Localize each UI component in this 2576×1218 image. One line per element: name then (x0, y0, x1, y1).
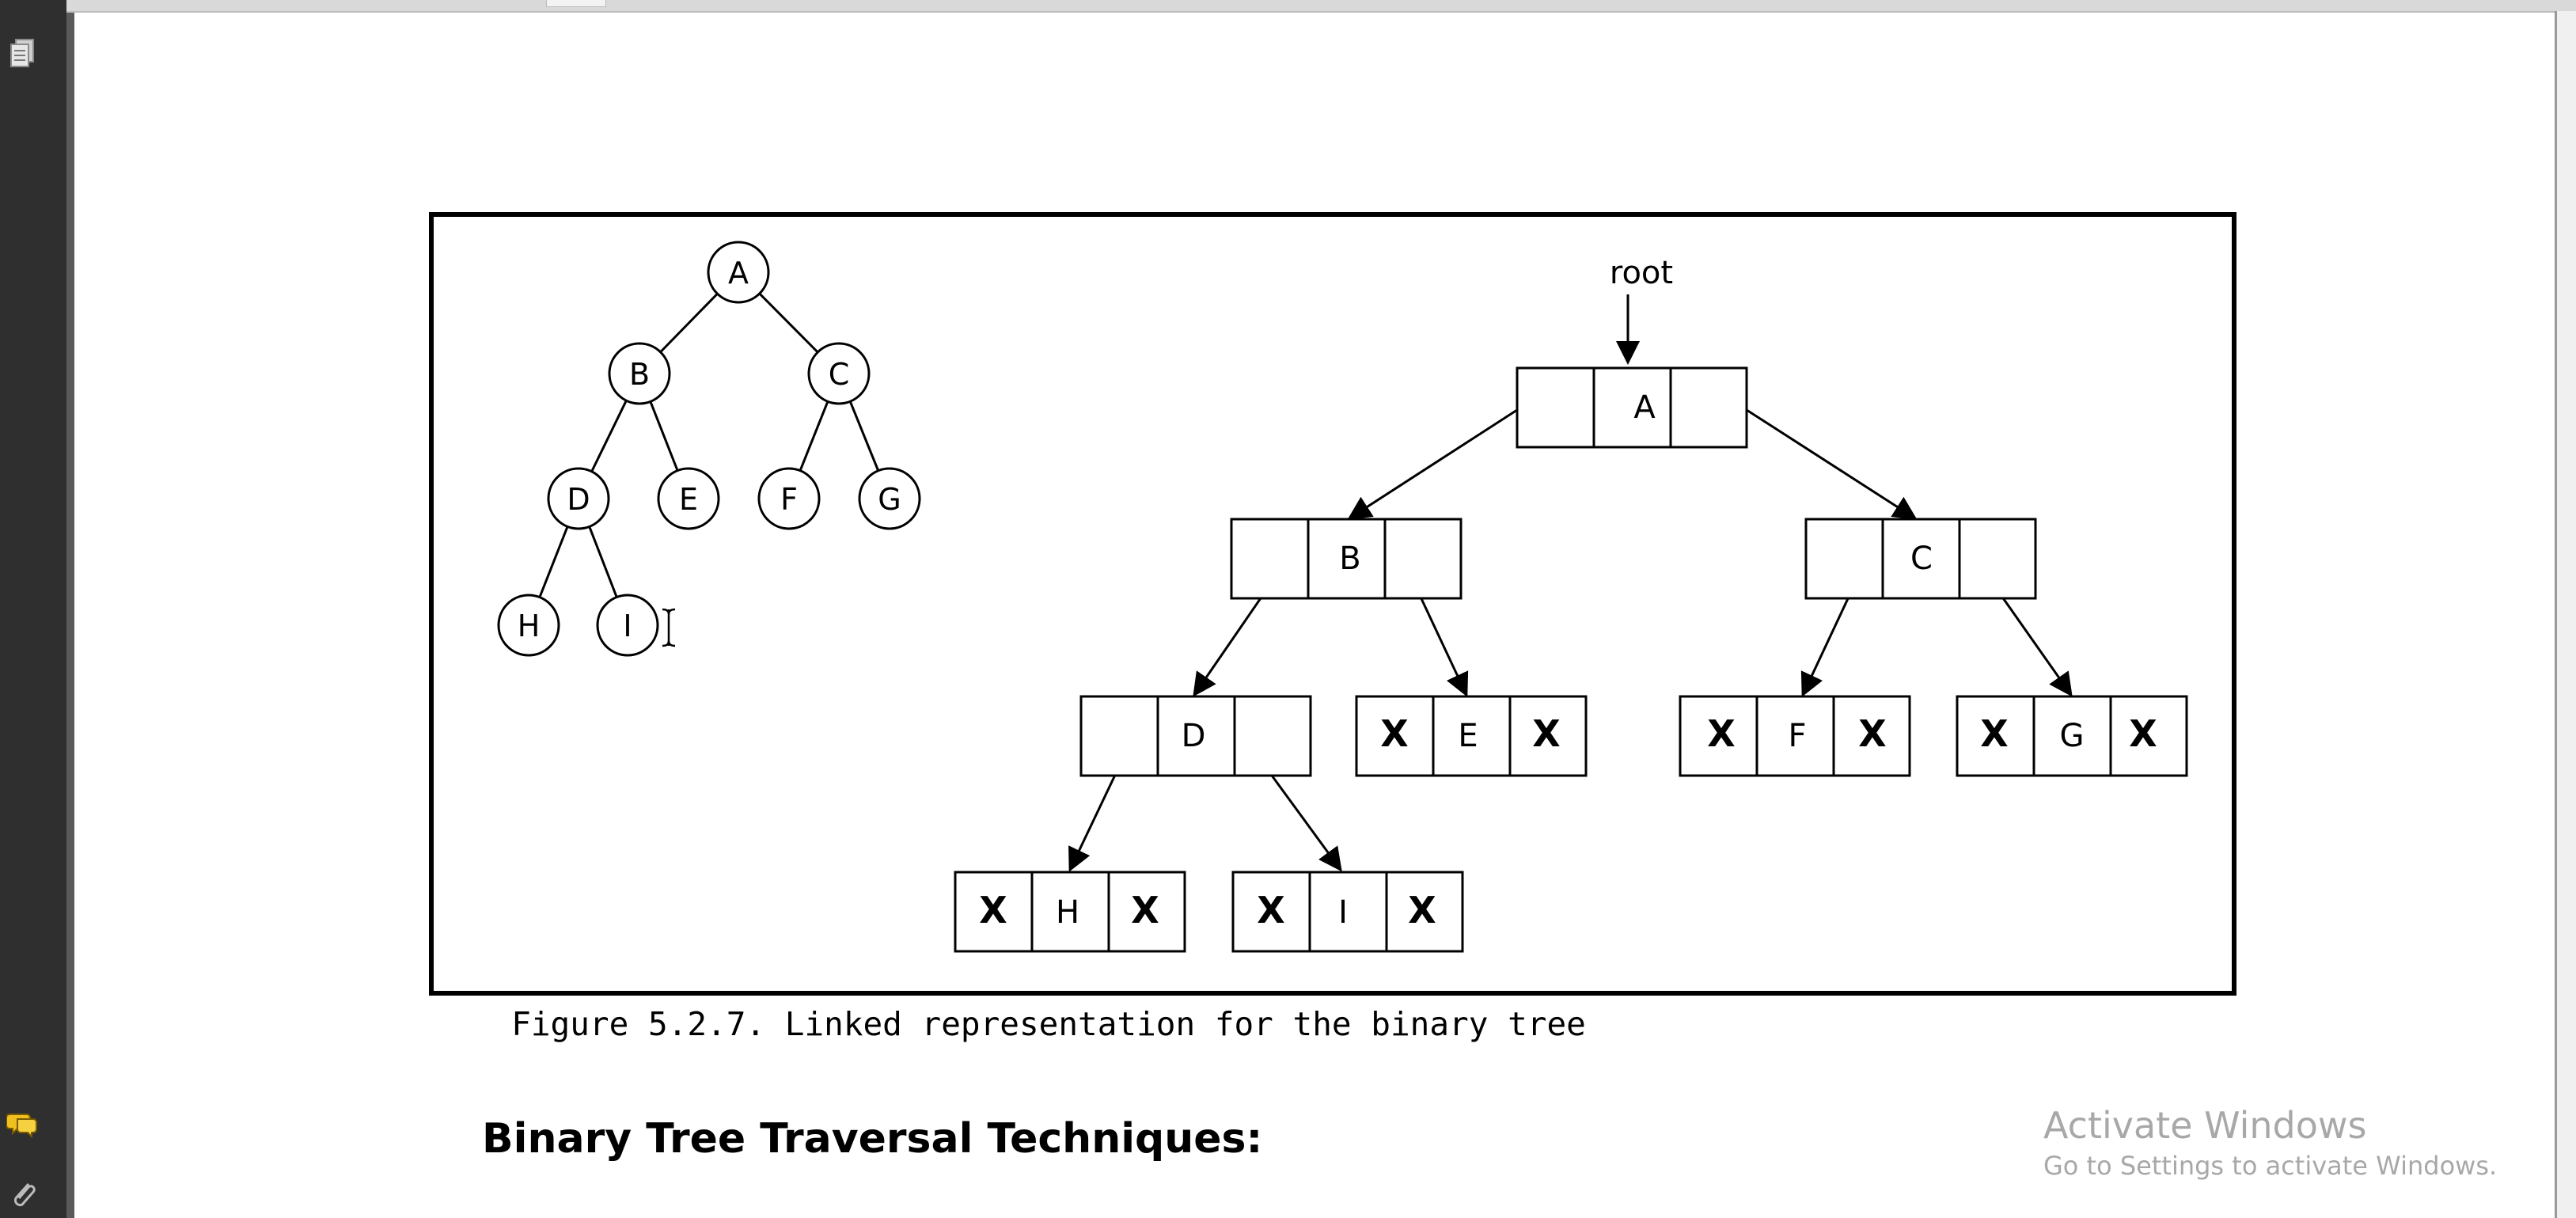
section-heading: Binary Tree Traversal Techniques: (482, 1115, 1263, 1163)
tree-node-C: C (807, 342, 871, 405)
vertical-scrollbar[interactable] (2555, 11, 2576, 1218)
toolbar-edge (66, 0, 74, 1218)
svg-text:D: D (567, 482, 590, 517)
pages-icon[interactable] (6, 36, 38, 71)
svg-text:X: X (1980, 712, 2008, 755)
svg-text:A: A (728, 256, 749, 290)
figure-frame (429, 212, 2236, 996)
comments-icon[interactable] (6, 1106, 38, 1141)
linked-node-C: C (1804, 518, 2037, 600)
activate-windows-watermark: Activate Windows Go to Settings to activ… (2043, 1103, 2497, 1184)
watermark-subtitle: Go to Settings to activate Windows. (2043, 1151, 2498, 1181)
svg-text:X: X (1380, 712, 1408, 755)
tree-node-B: B (608, 342, 671, 405)
tree-node-H: H (497, 594, 560, 657)
figure-caption: Figure 5.2.7. Linked representation for … (511, 1005, 1586, 1043)
svg-text:E: E (679, 482, 698, 517)
svg-text:F: F (780, 482, 798, 517)
svg-text:X: X (1707, 712, 1735, 755)
svg-text:H: H (518, 609, 541, 643)
svg-text:H: H (1056, 894, 1079, 931)
linked-node-F: X F X (1679, 695, 1911, 777)
tree-node-F: F (757, 467, 821, 530)
top-tab[interactable] (546, 0, 606, 7)
tree-edges (527, 271, 891, 626)
svg-text:D: D (1182, 718, 1206, 754)
watermark-title: Activate Windows (2043, 1104, 2367, 1147)
svg-text:X: X (1532, 712, 1560, 755)
svg-text:C: C (1910, 541, 1933, 577)
linked-node-E: X E X (1355, 695, 1588, 777)
svg-text:A: A (1633, 389, 1656, 426)
svg-text:E: E (1458, 718, 1478, 754)
attachment-icon[interactable] (6, 1178, 38, 1212)
root-label: root (1610, 255, 1673, 291)
svg-text:I: I (1338, 894, 1348, 931)
linked-node-D: D (1079, 695, 1312, 777)
link-arrows (1068, 408, 2073, 872)
svg-text:X: X (979, 889, 1007, 932)
svg-text:X: X (1257, 889, 1284, 932)
svg-text:X: X (2129, 712, 2157, 755)
tree-node-E: E (657, 467, 720, 530)
linked-node-H: X H X (954, 871, 1186, 953)
linked-node-I: X I X (1231, 871, 1464, 953)
tree-node-A: A (707, 241, 770, 304)
svg-text:X: X (1858, 712, 1886, 755)
svg-text:G: G (878, 482, 901, 517)
svg-text:B: B (629, 357, 650, 392)
svg-text:I: I (623, 609, 632, 643)
svg-text:B: B (1339, 541, 1360, 577)
linked-node-B: B (1230, 518, 1463, 600)
top-strip (66, 0, 2576, 13)
text-cursor-icon (662, 608, 676, 647)
tree-node-G: G (858, 467, 921, 530)
linked-node-G: X G X (1956, 695, 2188, 777)
svg-text:G: G (2060, 718, 2085, 754)
svg-text:F: F (1788, 718, 1806, 754)
tree-node-D: D (547, 467, 610, 530)
linked-node-A: A (1516, 366, 1748, 449)
svg-text:X: X (1131, 889, 1159, 932)
svg-text:X: X (1408, 889, 1436, 932)
left-toolbar (0, 0, 66, 1218)
tree-node-I: I (596, 594, 659, 657)
svg-text:C: C (829, 357, 850, 392)
